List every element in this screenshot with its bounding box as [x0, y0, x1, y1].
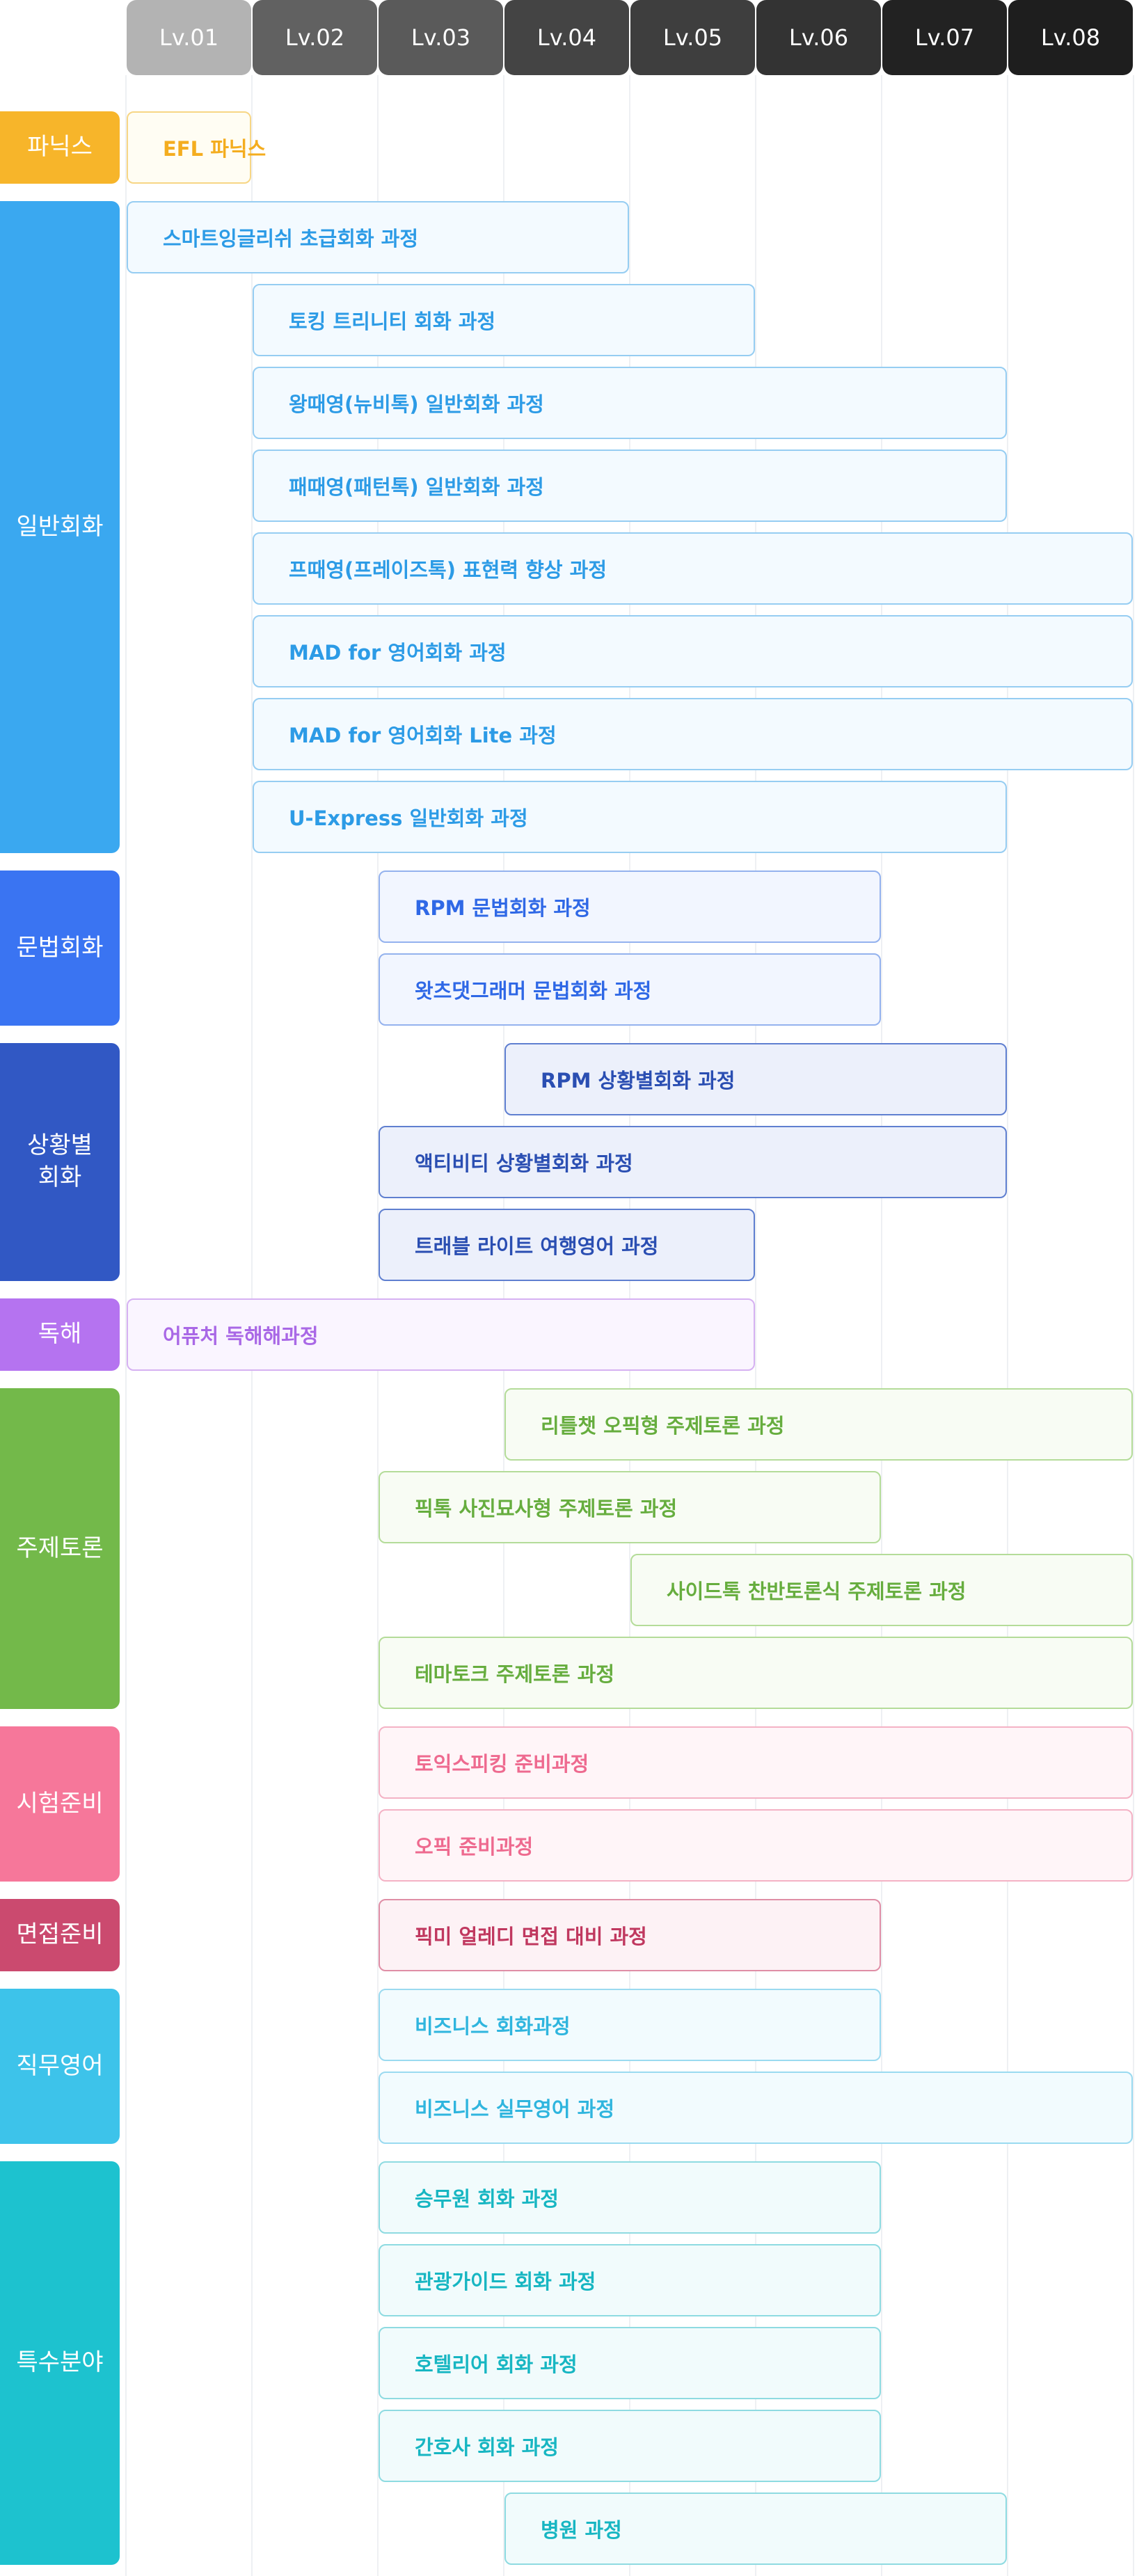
- course-bar[interactable]: 왓츠댓그래머 문법회화 과정: [379, 953, 881, 1026]
- category-label: 면접준비: [0, 1899, 120, 1971]
- course-bar[interactable]: 토킹 트리니티 회화 과정: [253, 284, 755, 356]
- level-gridline: [1007, 75, 1008, 2576]
- course-bar[interactable]: 스마트잉글리쉬 초급회화 과정: [127, 201, 629, 273]
- level-gridline: [881, 75, 882, 2576]
- level-gridline: [1133, 75, 1134, 2576]
- course-bar[interactable]: 왕때영(뉴비톡) 일반회화 과정: [253, 367, 1007, 439]
- level-header-8: Lv.08: [1008, 0, 1133, 75]
- category-label: 직무영어: [0, 1989, 120, 2144]
- category-label: 시험준비: [0, 1726, 120, 1882]
- level-header-3: Lv.03: [379, 0, 503, 75]
- level-header-4: Lv.04: [504, 0, 629, 75]
- level-gridline: [125, 75, 127, 2576]
- course-bar[interactable]: 테마토크 주제토론 과정: [379, 1637, 1133, 1709]
- category-label: 독해: [0, 1298, 120, 1371]
- category-label: 특수분야: [0, 2161, 120, 2565]
- course-bar[interactable]: 비즈니스 실무영어 과정: [379, 2072, 1133, 2144]
- level-header-7: Lv.07: [882, 0, 1007, 75]
- course-bar[interactable]: MAD for 영어회화 과정: [253, 615, 1133, 687]
- category-label: 파닉스: [0, 111, 120, 184]
- category-label: 일반회화: [0, 201, 120, 853]
- level-gridline: [755, 75, 756, 2576]
- course-bar[interactable]: 토익스피킹 준비과정: [379, 1726, 1133, 1799]
- course-bar[interactable]: 픽미 얼레디 면접 대비 과정: [379, 1899, 881, 1971]
- course-bar[interactable]: EFL 파닉스: [127, 111, 266, 184]
- course-bar[interactable]: 호텔리어 회화 과정: [379, 2327, 881, 2399]
- course-bar[interactable]: 액티비티 상황별회화 과정: [379, 1126, 1007, 1198]
- course-bar[interactable]: U-Express 일반회화 과정: [253, 781, 1007, 853]
- course-bar[interactable]: 패때영(패턴톡) 일반회화 과정: [253, 450, 1007, 522]
- category-label: 문법회화: [0, 870, 120, 1026]
- level-header-6: Lv.06: [756, 0, 881, 75]
- course-bar[interactable]: 승무원 회화 과정: [379, 2161, 881, 2234]
- course-bar[interactable]: 간호사 회화 과정: [379, 2410, 881, 2482]
- level-header-2: Lv.02: [253, 0, 377, 75]
- course-bar[interactable]: 병원 과정: [504, 2492, 1007, 2565]
- course-bar[interactable]: 리틀챗 오픽형 주제토론 과정: [504, 1388, 1133, 1461]
- course-bar[interactable]: 사이드톡 찬반토론식 주제토론 과정: [630, 1554, 1133, 1626]
- course-bar[interactable]: 트래블 라이트 여행영어 과정: [379, 1209, 755, 1281]
- course-bar[interactable]: 어퓨처 독해해과정: [127, 1298, 755, 1371]
- course-bar[interactable]: 비즈니스 회화과정: [379, 1989, 881, 2061]
- course-bar[interactable]: 오픽 준비과정: [379, 1809, 1133, 1882]
- course-bar[interactable]: 관광가이드 회화 과정: [379, 2244, 881, 2316]
- course-bar[interactable]: RPM 문법회화 과정: [379, 870, 881, 943]
- category-label: 상황별 회화: [0, 1043, 120, 1281]
- course-bar[interactable]: RPM 상황별회화 과정: [504, 1043, 1007, 1115]
- course-bar[interactable]: 프때영(프레이즈톡) 표현력 향상 과정: [253, 532, 1133, 605]
- course-bar[interactable]: MAD for 영어회화 Lite 과정: [253, 698, 1133, 770]
- category-label: 주제토론: [0, 1388, 120, 1709]
- course-bar[interactable]: 픽톡 사진묘사형 주제토론 과정: [379, 1471, 881, 1543]
- level-header-5: Lv.05: [630, 0, 755, 75]
- level-header-1: Lv.01: [127, 0, 251, 75]
